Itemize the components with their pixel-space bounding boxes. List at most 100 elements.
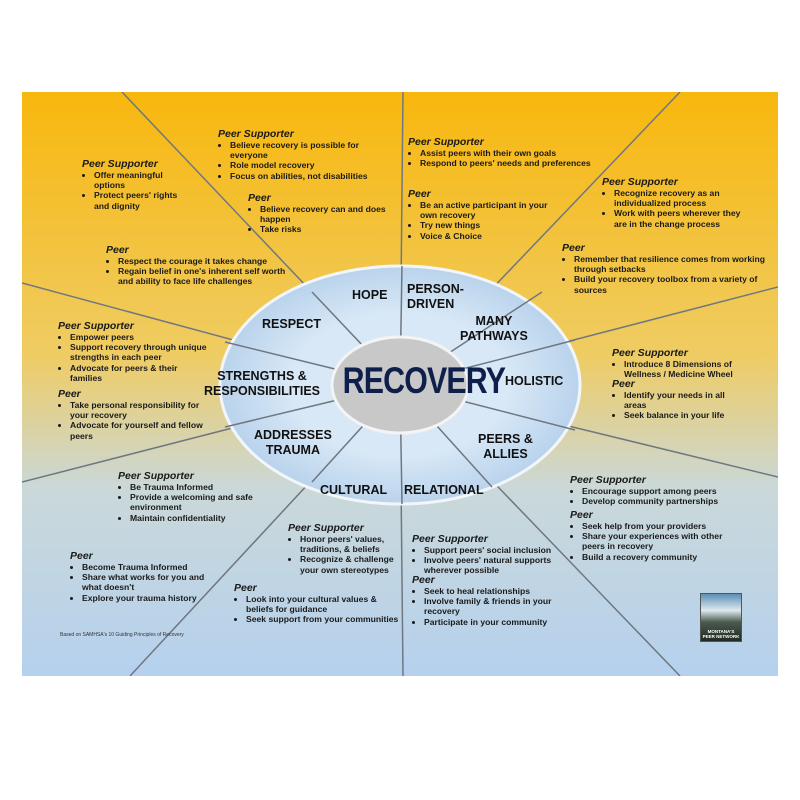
action-list: Identify your needs in all areasSeek bal…	[612, 390, 737, 421]
principle-holistic: HOLISTIC	[505, 374, 564, 388]
action-list: Be Trauma InformedProvide a welcoming an…	[118, 482, 268, 523]
cultural-peer-block: PeerLook into your cultural values & bel…	[234, 582, 404, 625]
allies-ps-block: Peer SupporterEncourage support among pe…	[570, 474, 730, 506]
action-item: Provide a welcoming and safe environment	[130, 492, 268, 512]
action-item: Share what works for you and what doesn'…	[82, 572, 205, 592]
principle-respect: RESPECT	[262, 317, 322, 331]
role-heading: Peer	[70, 550, 93, 562]
center-ellipse	[330, 335, 470, 435]
action-item: Take risks	[260, 224, 398, 234]
label-line: STRENGTHS &	[217, 369, 307, 383]
principle-peers-allies: PEERS &ALLIES	[478, 432, 533, 462]
action-list: Recognize recovery as an individualized …	[602, 188, 752, 229]
principle-relational: RELATIONAL	[404, 483, 484, 497]
action-list: Support peers' social inclusionInvolve p…	[412, 545, 552, 576]
action-item: Work with peers wherever they are in the…	[614, 208, 752, 228]
action-item: Protect peers' rights and dignity	[94, 190, 192, 210]
action-list: Encourage support among peersDevelop com…	[570, 486, 730, 506]
action-item: Recognize recovery as an individualized …	[614, 188, 752, 208]
action-item: Respond to peers' needs and preferences	[420, 158, 598, 168]
role-heading: Peer Supporter	[82, 158, 158, 170]
person-peer-block: PeerBe an active participant in your own…	[408, 188, 558, 241]
action-item: Honor peers' values, traditions, & belie…	[300, 534, 403, 554]
action-list: Empower peersSupport recovery through un…	[58, 332, 208, 383]
action-item: Role model recovery	[230, 160, 368, 170]
action-item: Offer meaningful options	[94, 170, 192, 190]
action-item: Introduce 8 Dimensions of Wellness / Med…	[624, 359, 737, 379]
role-heading: Peer Supporter	[612, 347, 688, 359]
action-list: Take personal responsibility for your re…	[58, 400, 208, 441]
action-list: Remember that resilience comes from work…	[562, 254, 767, 295]
role-heading: Peer	[234, 582, 257, 594]
action-item: Remember that resilience comes from work…	[574, 254, 767, 274]
action-item: Seek help from your providers	[582, 521, 730, 531]
role-heading: Peer Supporter	[288, 522, 364, 534]
role-heading: Peer Supporter	[118, 470, 194, 482]
label-line: RESPONSIBILITIES	[204, 384, 320, 398]
action-list: Introduce 8 Dimensions of Wellness / Med…	[612, 359, 737, 379]
action-item: Participate in your community	[424, 617, 552, 627]
action-item: Regain belief in one's inherent self wor…	[118, 266, 286, 286]
principle-cultural: CULTURAL	[320, 483, 388, 497]
strengths-ps-block: Peer SupporterEmpower peersSupport recov…	[58, 320, 208, 383]
role-heading: Peer	[570, 509, 593, 521]
hope-peer-block: PeerBelieve recovery can and does happen…	[248, 192, 398, 235]
action-item: Build your recovery toolbox from a varie…	[574, 274, 767, 294]
action-item: Voice & Choice	[420, 231, 558, 241]
pathways-peer-block: PeerRemember that resilience comes from …	[562, 242, 767, 295]
role-heading: Peer Supporter	[602, 176, 678, 188]
action-item: Recognize & challenge your own stereotyp…	[300, 554, 403, 574]
action-item: Seek balance in your life	[624, 410, 737, 420]
role-heading: Peer	[408, 188, 431, 200]
logo-text: MONTANA'S PEER NETWORK	[702, 629, 740, 639]
action-item: Believe recovery can and does happen	[260, 204, 398, 224]
principle-strengths: STRENGTHS &RESPONSIBILITIES	[204, 369, 320, 399]
label-line: ADDRESSES	[254, 428, 332, 442]
action-item: Support recovery through unique strength…	[70, 342, 208, 362]
person-ps-block: Peer SupporterAssist peers with their ow…	[408, 136, 598, 168]
action-item: Maintain confidentiality	[130, 513, 268, 523]
cultural-ps-block: Peer SupporterHonor peers' values, tradi…	[288, 522, 403, 575]
pathways-ps-block: Peer SupporterRecognize recovery as an i…	[602, 176, 752, 229]
action-list: Be an active participant in your own rec…	[408, 200, 558, 241]
trauma-ps-block: Peer SupporterBe Trauma InformedProvide …	[118, 470, 268, 523]
action-item: Involve family & friends in your recover…	[424, 596, 552, 616]
label-line: PEERS &	[478, 432, 533, 446]
action-list: Believe recovery is possible for everyon…	[218, 140, 368, 181]
action-item: Develop community partnerships	[582, 496, 730, 506]
role-heading: Peer	[562, 242, 585, 254]
role-heading: Peer Supporter	[570, 474, 646, 486]
label-line: ALLIES	[483, 447, 528, 461]
action-list: Seek to heal relationshipsInvolve family…	[412, 586, 552, 627]
action-list: Seek help from your providersShare your …	[570, 521, 730, 562]
label-line: MANY	[475, 314, 513, 328]
action-item: Be an active participant in your own rec…	[420, 200, 558, 220]
label-line: TRAUMA	[265, 443, 320, 457]
action-list: Offer meaningful optionsProtect peers' r…	[82, 170, 192, 211]
label-line: PATHWAYS	[460, 329, 528, 343]
poster-background	[22, 92, 778, 676]
action-item: Believe recovery is possible for everyon…	[230, 140, 368, 160]
action-item: Advocate for peers & their families	[70, 363, 208, 383]
role-heading: Peer Supporter	[58, 320, 134, 332]
role-heading: Peer Supporter	[412, 533, 488, 545]
relational-ps-block: Peer SupporterSupport peers' social incl…	[412, 533, 552, 576]
action-item: Empower peers	[70, 332, 208, 342]
role-heading: Peer	[248, 192, 271, 204]
action-list: Believe recovery can and does happenTake…	[248, 204, 398, 235]
action-list: Look into your cultural values & beliefs…	[234, 594, 404, 625]
action-item: Seek to heal relationships	[424, 586, 552, 596]
action-item: Share your experiences with other peers …	[582, 531, 730, 551]
respect-ps-block: Peer SupporterOffer meaningful optionsPr…	[82, 158, 192, 211]
action-item: Take personal responsibility for your re…	[70, 400, 208, 420]
action-item: Become Trauma Informed	[82, 562, 205, 572]
role-heading: Peer	[412, 574, 435, 586]
action-item: Look into your cultural values & beliefs…	[246, 594, 404, 614]
action-list: Respect the courage it takes changeRegai…	[106, 256, 286, 287]
hope-ps-block: Peer SupporterBelieve recovery is possib…	[218, 128, 368, 181]
montanas-peer-network-logo: MONTANA'S PEER NETWORK	[700, 593, 742, 642]
label-line: PERSON-	[407, 282, 464, 296]
strengths-peer-block: PeerTake personal responsibility for you…	[58, 388, 208, 441]
action-item: Be Trauma Informed	[130, 482, 268, 492]
